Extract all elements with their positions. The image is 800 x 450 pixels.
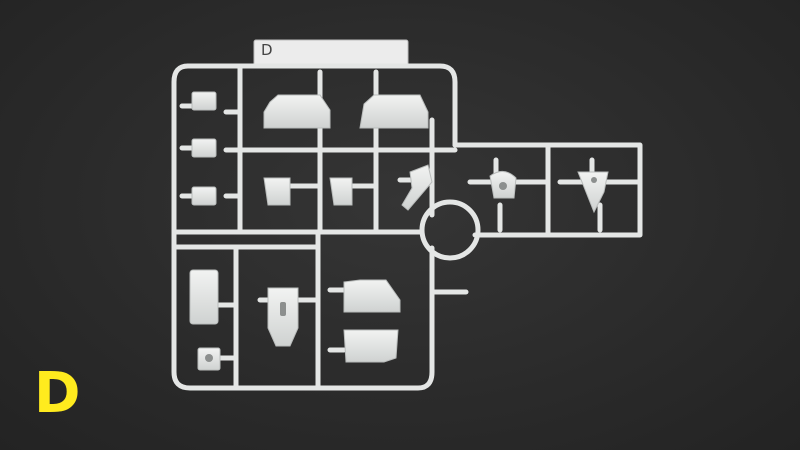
runner-tag-letter: D (261, 41, 273, 59)
plastic-parts (189, 91, 609, 371)
corner-label: D (34, 361, 81, 426)
part-details (205, 177, 597, 362)
